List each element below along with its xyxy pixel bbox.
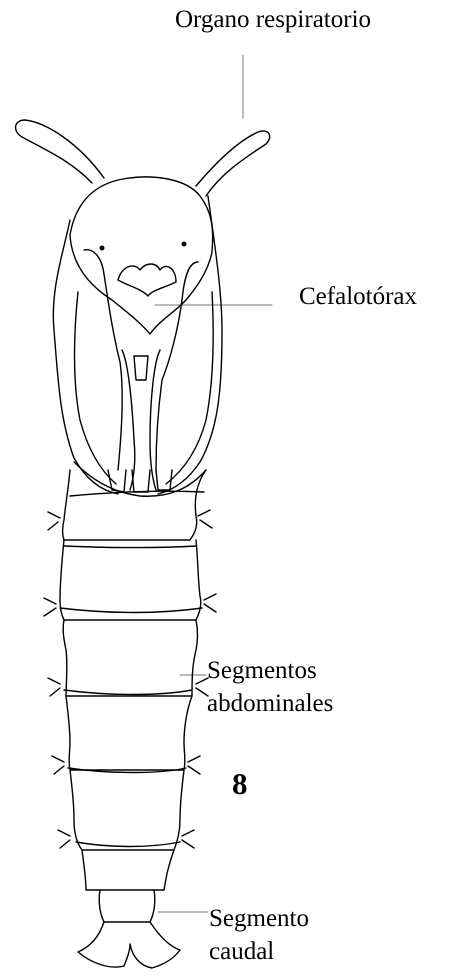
abdominal-segment-2 xyxy=(60,540,201,620)
label-abdominal-segments-line2: abdominales xyxy=(207,690,333,718)
head-outline xyxy=(70,177,213,334)
label-cephalothorax: Cefalotórax xyxy=(299,283,417,311)
figure-number: 8 xyxy=(232,766,248,802)
left-inner-sheath xyxy=(75,292,117,484)
abdominal-segment-3 xyxy=(63,620,197,696)
abdominal-segment-6 xyxy=(82,850,174,890)
left-wing-sheath xyxy=(53,220,118,494)
left-respiratory-trumpet xyxy=(16,120,104,183)
leg-tips xyxy=(108,470,172,492)
label-caudal-segment-line2: caudal xyxy=(209,938,274,966)
right-eye-dot xyxy=(182,242,187,247)
left-leg-sheath xyxy=(84,250,122,470)
caudal-paddles xyxy=(78,922,180,968)
label-respiratory-organ: Organo respiratorio xyxy=(175,6,371,34)
lateral-setae xyxy=(44,510,216,848)
mouthpart-notch xyxy=(118,264,176,296)
caudal-segment-body xyxy=(99,890,155,922)
center-leg-pair xyxy=(122,350,160,490)
abdominal-segment-4 xyxy=(66,696,192,770)
right-respiratory-trumpet xyxy=(196,131,270,196)
label-caudal-segment-line1: Segmento xyxy=(209,905,309,933)
segment-boundary-3 xyxy=(60,608,202,613)
label-abdominal-segments-line1: Segmentos xyxy=(207,657,317,685)
left-eye-dot xyxy=(100,246,105,251)
segment-boundary-2 xyxy=(64,546,196,548)
right-inner-sheath xyxy=(166,292,213,484)
segment-boundary-4 xyxy=(64,690,192,695)
abdominal-segment-5 xyxy=(70,770,184,850)
segment-boundary-6 xyxy=(76,842,180,847)
